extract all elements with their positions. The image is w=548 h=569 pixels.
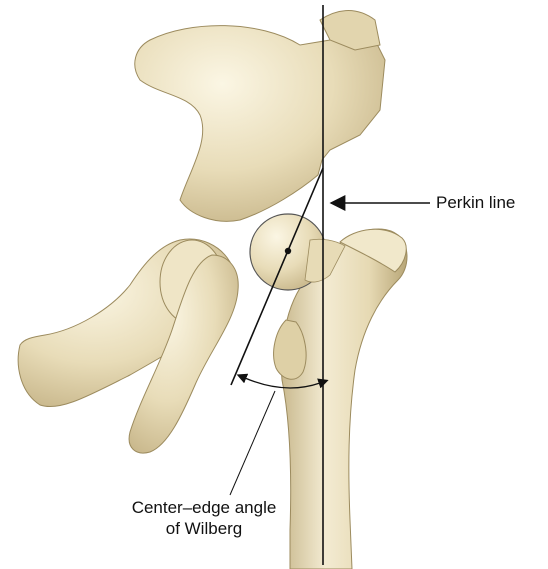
ilium-bone: [134, 24, 386, 222]
center-edge-line: [230, 167, 324, 386]
ischium-bone: [128, 254, 239, 454]
center-edge-label-line1: Center–edge angle: [131, 498, 277, 517]
center-edge-leader: [229, 390, 276, 496]
perkin-line-label: Perkin line: [436, 193, 516, 212]
femoral-neck: [304, 238, 346, 283]
ilium-upper-bone: [319, 10, 381, 51]
greater-trochanter: [339, 228, 407, 273]
angle-arc: [236, 373, 329, 389]
center-edge-angle-label: Center–edge angle of Wilberg: [104, 497, 304, 539]
center-edge-label-line2: of Wilberg: [165, 519, 243, 538]
